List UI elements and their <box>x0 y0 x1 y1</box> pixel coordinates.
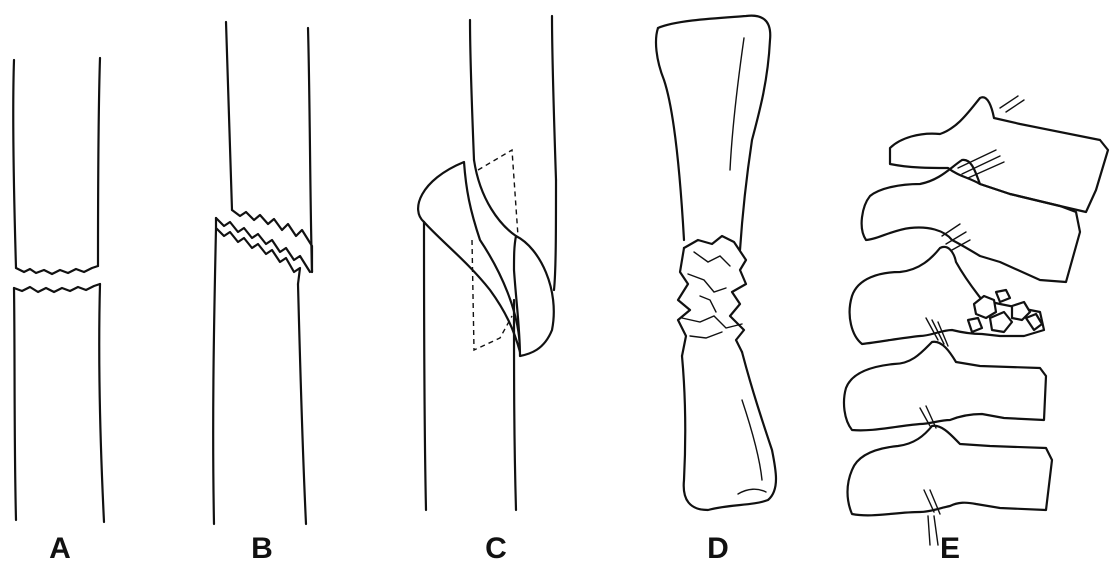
panel-c-label: C <box>485 532 507 565</box>
panel-c-spiral-fracture <box>418 16 556 510</box>
panel-e-vertebral-fracture <box>844 96 1108 545</box>
panel-a-label: A <box>49 532 71 565</box>
panel-a-transverse-fracture <box>13 58 104 522</box>
panel-d-label: D <box>707 532 729 565</box>
panel-b-oblique-fracture <box>213 22 312 524</box>
panel-e-label: E <box>940 532 960 565</box>
panel-d-comminuted-fracture <box>656 16 776 510</box>
panel-b-label: B <box>251 532 273 565</box>
